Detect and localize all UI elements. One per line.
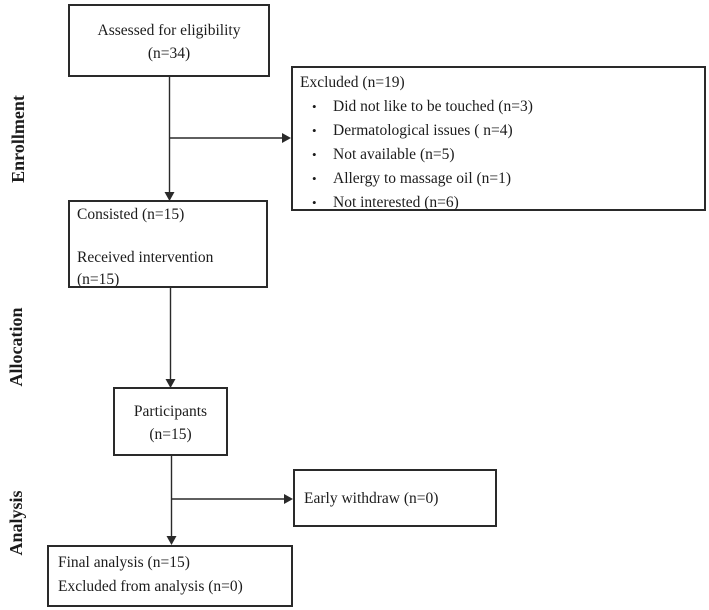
final-analysis-box: Final analysis (n=15) Excluded from anal… xyxy=(47,545,293,607)
excluded-reason-list: • Did not like to be touched (n=3) • Der… xyxy=(297,95,700,215)
bullet-icon: • xyxy=(312,99,317,114)
excluded-reason-text: Not available (n=5) xyxy=(333,146,455,163)
stage-label-enrollment: Enrollment xyxy=(8,95,28,183)
excluded-reason-item: • Not available (n=5) xyxy=(297,143,700,167)
excluded-reason-item: • Allergy to massage oil (n=1) xyxy=(297,167,700,191)
excluded-reason-item: • Dermatological issues ( n=4) xyxy=(297,119,700,143)
participants-line-1: Participants xyxy=(133,403,208,420)
excluded-reason-text: Dermatological issues ( n=4) xyxy=(333,122,513,139)
assessed-line-1: Assessed for eligibility xyxy=(97,22,241,39)
consisted-line-4: (n=15) xyxy=(77,270,120,288)
early-withdraw-box: Early withdraw (n=0) xyxy=(293,469,497,527)
early-withdraw-label: Early withdraw (n=0) xyxy=(304,490,439,507)
bullet-icon: • xyxy=(312,195,317,210)
excluded-reason-text: Did not like to be touched (n=3) xyxy=(333,98,533,115)
consisted-line-1: Consisted (n=15) xyxy=(77,206,185,223)
excluded-reason-item: • Not interested (n=6) xyxy=(297,191,700,215)
excluded-reason-item: • Did not like to be touched (n=3) xyxy=(297,95,700,119)
excluded-reason-text: Allergy to massage oil (n=1) xyxy=(333,170,512,187)
consisted-line-3: Received intervention xyxy=(77,249,214,266)
assessed-line-2: (n=34) xyxy=(147,45,191,62)
participants-box: Participants (n=15) xyxy=(113,387,228,456)
excluded-box: Excluded (n=19) • Did not like to be tou… xyxy=(291,66,706,211)
final-analysis-line-1: Final analysis (n=15) xyxy=(58,554,190,571)
consisted-box: Consisted (n=15) Received intervention (… xyxy=(68,200,268,288)
assessed-eligibility-box: Assessed for eligibility (n=34) xyxy=(68,4,270,77)
excluded-title: Excluded (n=19) xyxy=(300,74,405,91)
stage-label-allocation: Allocation xyxy=(6,307,26,387)
bullet-icon: • xyxy=(312,123,317,138)
participants-line-2: (n=15) xyxy=(149,426,192,443)
consisted-line-2 xyxy=(77,226,266,248)
bullet-icon: • xyxy=(312,147,317,162)
bullet-icon: • xyxy=(312,171,317,186)
final-analysis-line-2: Excluded from analysis (n=0) xyxy=(58,578,243,595)
excluded-reason-text: Not interested (n=6) xyxy=(333,194,459,211)
stage-label-analysis: Analysis xyxy=(6,490,26,556)
